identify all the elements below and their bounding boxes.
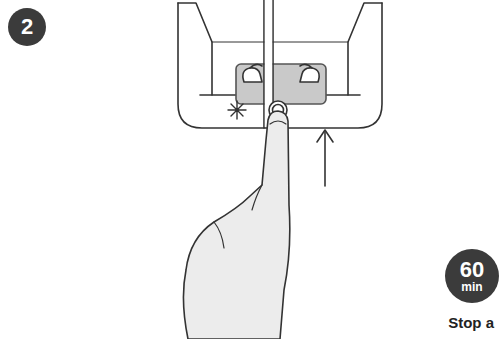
badge-number: 2 xyxy=(21,16,33,38)
note-text: Stop a xyxy=(448,314,494,331)
badge-unit: min xyxy=(461,281,482,293)
timer-badge: 60min xyxy=(445,249,499,303)
badge-number: 60 xyxy=(460,259,484,281)
step-number-badge: 2 xyxy=(8,8,46,46)
